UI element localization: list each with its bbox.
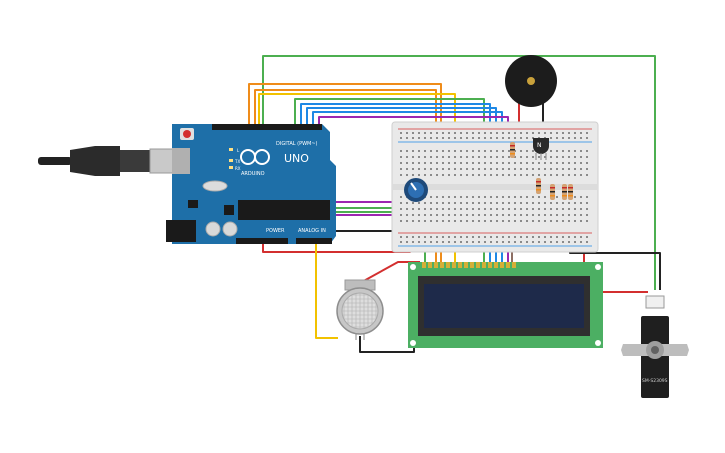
usb-cable[interactable] bbox=[38, 146, 179, 176]
resistor-4[interactable] bbox=[562, 184, 567, 200]
transistor-label: N bbox=[537, 142, 542, 149]
tx-label: TX bbox=[234, 159, 240, 164]
servo-model: SM-S2309S bbox=[642, 378, 668, 384]
l-label: L bbox=[237, 148, 240, 153]
resistor-1[interactable] bbox=[510, 142, 515, 158]
lcd-screen bbox=[424, 284, 584, 328]
arduino-logo: ARDUINO bbox=[240, 149, 270, 177]
lcd-pin-header[interactable] bbox=[422, 262, 516, 268]
wire-green-servo-signal[interactable] bbox=[262, 55, 656, 290]
npn-transistor[interactable]: N bbox=[533, 138, 549, 160]
power-jack[interactable] bbox=[166, 220, 196, 242]
digital-label: DIGITAL (PWM~) bbox=[276, 141, 318, 147]
gas-sensor[interactable] bbox=[336, 279, 384, 340]
digital-header[interactable] bbox=[212, 124, 322, 130]
potentiometer[interactable] bbox=[404, 178, 428, 202]
piezo-buzzer[interactable] bbox=[505, 55, 557, 107]
arduino-model: UNO bbox=[284, 152, 309, 165]
breadboard-holes bbox=[400, 132, 588, 243]
arduino-uno[interactable]: ARDUINO UNO DIGITAL (PWM~) POWER ANALOG … bbox=[166, 124, 336, 244]
tx-led bbox=[229, 159, 233, 162]
resistor-3[interactable] bbox=[550, 184, 555, 200]
wire-yellow-gas-analog[interactable] bbox=[315, 243, 338, 339]
analog-header[interactable] bbox=[296, 238, 332, 244]
resistor-2[interactable] bbox=[536, 178, 541, 194]
gas-sensor-mesh bbox=[342, 293, 378, 329]
analog-label: ANALOG IN bbox=[298, 228, 326, 234]
reset-button[interactable] bbox=[183, 130, 191, 138]
arduino-brand: ARDUINO bbox=[241, 171, 265, 177]
l-led bbox=[229, 148, 233, 151]
resistors[interactable] bbox=[510, 142, 573, 200]
power-label: POWER bbox=[266, 228, 285, 234]
rx-led bbox=[229, 166, 233, 169]
resistor-5[interactable] bbox=[568, 184, 573, 200]
atmega-chip bbox=[238, 200, 330, 220]
power-header[interactable] bbox=[236, 238, 288, 244]
lcd-16x2[interactable] bbox=[408, 262, 603, 348]
rx-label: RX bbox=[235, 166, 241, 171]
micro-servo[interactable]: SM-S2309S bbox=[621, 295, 689, 398]
